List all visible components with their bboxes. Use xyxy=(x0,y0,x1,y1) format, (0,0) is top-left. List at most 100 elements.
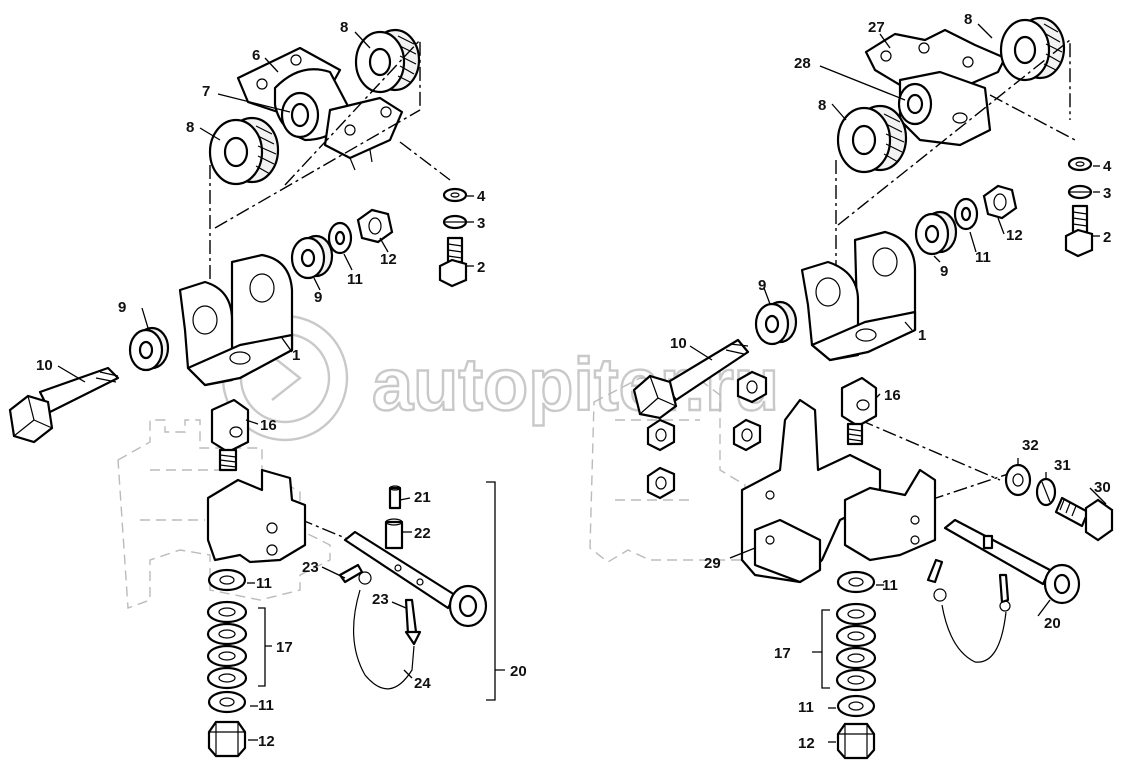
callout-3-left: 3 xyxy=(477,215,485,232)
callout-11-left-lower-b: 11 xyxy=(258,697,274,714)
axis-line-right-d xyxy=(859,419,1001,481)
callout-11-left-upper: 11 xyxy=(347,271,363,288)
callout-17-right: 17 xyxy=(774,645,791,662)
nut-12-right-lower xyxy=(836,722,876,760)
callout-4-right: 4 xyxy=(1103,158,1112,175)
spring-washer-3-left xyxy=(442,214,468,230)
leaders-left xyxy=(57,31,505,741)
callout-8-left-lower: 8 xyxy=(186,119,194,136)
axis-line-left-e xyxy=(229,489,351,541)
callout-20-right: 20 xyxy=(1044,615,1061,632)
callout-12-right-lower: 12 xyxy=(798,735,815,752)
callout-8-right-upper: 8 xyxy=(964,11,972,28)
cotter-pin-right-a xyxy=(926,558,947,602)
spring-washer-31 xyxy=(1035,477,1057,507)
washer-11-right-lower-b xyxy=(836,694,876,718)
callout-10-left: 10 xyxy=(36,357,53,374)
right-assembly: 27 8 28 8 4 3 2 12 11 9 1 9 10 16 32 31 … xyxy=(589,11,1114,760)
callout-21-left: 21 xyxy=(414,489,431,506)
pin-21-left xyxy=(388,485,402,510)
washer-9-right xyxy=(290,234,334,280)
chain-right xyxy=(941,604,1007,663)
callout-27: 27 xyxy=(868,19,885,36)
frame-nut-a xyxy=(646,418,676,452)
axis-line-left-d xyxy=(399,141,451,181)
clevis-bracket-1-right xyxy=(800,230,917,362)
callout-22-left: 22 xyxy=(414,525,431,542)
callout-30: 30 xyxy=(1094,479,1111,496)
rubber-mount-8-right-upper xyxy=(999,16,1066,82)
bolt-30 xyxy=(1054,496,1114,542)
callout-23-left-a: 23 xyxy=(302,559,319,576)
callout-12-left-upper: 12 xyxy=(380,251,397,268)
pin-16-right xyxy=(840,376,878,446)
callout-12-right-upper: 12 xyxy=(1006,227,1023,244)
callout-3-right: 3 xyxy=(1103,185,1111,202)
callout-8-right-lower: 8 xyxy=(818,97,826,114)
axis-line-left-c xyxy=(214,109,421,229)
callout-12-left-lower: 12 xyxy=(258,733,275,750)
callout-28: 28 xyxy=(794,55,811,72)
chain-24-left xyxy=(353,589,415,690)
washer-11-right-upper xyxy=(953,197,979,231)
callout-6-left: 6 xyxy=(252,47,260,64)
cotter-pin-23-a xyxy=(338,563,372,585)
callout-8-left-upper: 8 xyxy=(340,19,348,36)
washer-11-lower-a xyxy=(207,568,247,592)
bolt-10 xyxy=(8,366,120,444)
pin-lever-20-right xyxy=(943,518,1081,605)
spring-washer-3-right xyxy=(1067,184,1093,200)
callout-1-left: 1 xyxy=(292,347,300,364)
axis-line-right-b xyxy=(837,38,1071,226)
washer-11-upper xyxy=(327,221,353,255)
callout-20-left: 20 xyxy=(510,663,527,680)
washer-9-right-a xyxy=(754,300,798,346)
callout-11-left-lower-a: 11 xyxy=(256,575,272,592)
cotter-pin-right-b xyxy=(998,573,1011,612)
sleeve-22-left xyxy=(384,518,404,550)
coupling-plate-29 xyxy=(740,398,937,584)
pin-16-left xyxy=(210,398,250,472)
washer-4-left xyxy=(442,187,468,203)
frame-nut-c xyxy=(646,466,676,500)
spring-stack-17-left xyxy=(206,600,248,690)
callout-9-left-right: 9 xyxy=(314,289,322,306)
chassis-frame-left-detail xyxy=(140,469,220,521)
nut-12-lower xyxy=(207,720,247,758)
washer-4-right xyxy=(1067,156,1093,172)
callout-7-left: 7 xyxy=(202,83,210,100)
washer-32 xyxy=(1004,463,1032,497)
leaders-right xyxy=(689,23,1107,743)
rubber-mount-8-right-lower xyxy=(836,104,908,174)
hanger-bracket-27 xyxy=(864,28,1007,147)
bolt-2-right xyxy=(1064,204,1094,258)
callout-9-right-left: 9 xyxy=(758,277,766,294)
callout-32: 32 xyxy=(1022,437,1039,454)
callout-16-left: 16 xyxy=(260,417,277,434)
cotter-pin-23-b xyxy=(404,598,422,646)
washer-9-right-b xyxy=(914,210,958,256)
coupling-body-left xyxy=(206,468,307,564)
callout-24-left: 24 xyxy=(414,675,431,692)
rubber-mount-8-upper xyxy=(354,28,421,94)
washer-11-right-lower-a xyxy=(836,570,876,594)
labels-right: 27 8 28 8 4 3 2 12 11 9 1 9 10 16 32 31 … xyxy=(670,11,1112,752)
callout-10-right: 10 xyxy=(670,335,687,352)
axis-line-right-c xyxy=(989,94,1076,141)
callout-11-right-upper: 11 xyxy=(975,249,991,266)
callout-9-right-right: 9 xyxy=(940,263,948,280)
callout-2-right: 2 xyxy=(1103,229,1111,246)
axis-line-right-e xyxy=(929,469,1021,501)
callout-29: 29 xyxy=(704,555,721,572)
axis-line-left-b xyxy=(284,38,421,186)
nut-12-right-upper xyxy=(982,184,1018,220)
chassis-frame-right-detail xyxy=(615,419,700,501)
callout-11-right-lower-b: 11 xyxy=(798,699,814,716)
watermark-arrow-icon xyxy=(271,355,302,401)
callout-17-left: 17 xyxy=(276,639,293,656)
callout-2-left: 2 xyxy=(477,259,485,276)
frame-nut-b xyxy=(732,418,762,452)
rubber-mount-8-lower xyxy=(208,116,280,186)
clevis-bracket-1 xyxy=(178,253,294,387)
callout-4-left: 4 xyxy=(477,188,486,205)
